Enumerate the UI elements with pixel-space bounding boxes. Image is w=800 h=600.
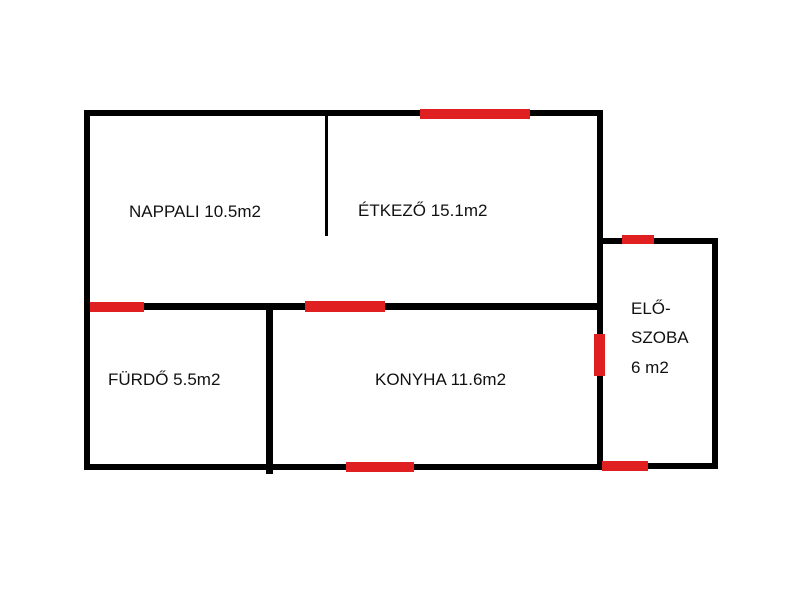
room-label-eloszoba-line2: SZOBA bbox=[631, 328, 689, 347]
wall-eloszoba-bottom bbox=[597, 463, 718, 469]
wall-eloszoba-top bbox=[597, 238, 718, 244]
wall-left bbox=[84, 110, 90, 470]
wall-right-main bbox=[597, 110, 603, 470]
window-konyha-bottom bbox=[346, 462, 414, 472]
room-label-nappali: NAPPALI 10.5m2 bbox=[129, 202, 261, 221]
room-label-etkezo: ÉTKEZŐ 15.1m2 bbox=[358, 201, 487, 220]
room-labels: NAPPALI 10.5m2 ÉTKEZŐ 15.1m2 FÜRDŐ 5.5m2… bbox=[108, 201, 689, 389]
door-eloszoba-bottom bbox=[602, 461, 648, 471]
room-label-konyha: KONYHA 11.6m2 bbox=[375, 370, 506, 389]
wall-nappali-etkezo-divider bbox=[325, 116, 328, 236]
wall-eloszoba-right bbox=[712, 238, 718, 469]
door-furdo bbox=[90, 302, 144, 312]
openings bbox=[90, 109, 654, 472]
room-label-furdo: FÜRDŐ 5.5m2 bbox=[108, 370, 220, 389]
window-eloszoba-top bbox=[622, 235, 654, 244]
wall-furdo-konyha-divider bbox=[266, 308, 273, 474]
wall-top bbox=[84, 110, 603, 116]
door-eloszoba-konyha bbox=[594, 334, 605, 376]
door-konyha-top bbox=[305, 301, 385, 312]
window-etkezo-top bbox=[420, 109, 530, 119]
walls bbox=[84, 110, 718, 474]
room-label-eloszoba-line1: ELŐ- bbox=[631, 299, 671, 318]
wall-bottom-main bbox=[84, 464, 603, 470]
room-label-eloszoba-line3: 6 m2 bbox=[631, 358, 669, 377]
